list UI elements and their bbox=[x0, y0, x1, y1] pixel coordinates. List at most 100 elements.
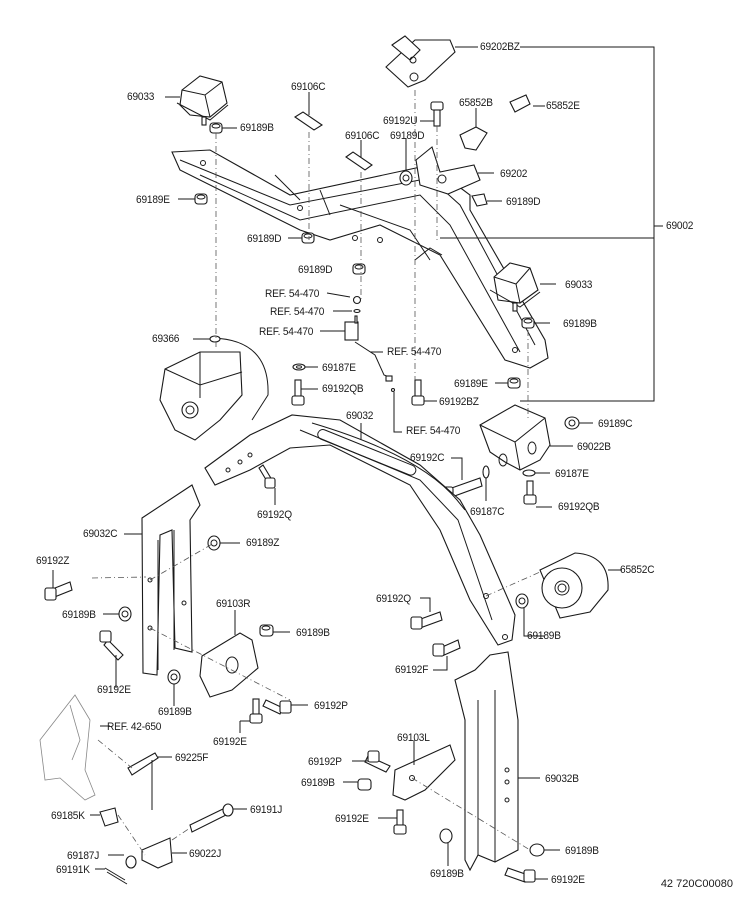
mount-69033-right[interactable] bbox=[489, 262, 556, 312]
label-69192z[interactable]: 69192Z bbox=[36, 555, 70, 567]
label-69033-top[interactable]: 69033 bbox=[127, 91, 155, 103]
label-ref-54-470-c[interactable]: REF. 54-470 bbox=[259, 326, 314, 338]
label-69192qb-a[interactable]: 69192QB bbox=[322, 383, 364, 395]
label-69187e-b[interactable]: 69187E bbox=[555, 468, 589, 480]
label-69022j[interactable]: 69022J bbox=[189, 848, 222, 860]
spring-69225f bbox=[127, 752, 172, 810]
label-69189d-a[interactable]: 69189D bbox=[390, 130, 425, 142]
nuts bbox=[103, 122, 593, 866]
label-69189b-g[interactable]: 69189B bbox=[565, 845, 599, 857]
mount-69022b[interactable] bbox=[479, 404, 573, 471]
nut-69189c bbox=[564, 416, 593, 430]
label-69189d-b[interactable]: 69189D bbox=[506, 196, 541, 208]
nut-69189e-b bbox=[495, 377, 521, 389]
label-69189b-b[interactable]: 69189B bbox=[296, 627, 330, 639]
label-69192f[interactable]: 69192F bbox=[395, 664, 429, 676]
drawing-code: 42 720C00080 bbox=[660, 878, 733, 890]
label-69032c[interactable]: 69032C bbox=[83, 528, 118, 540]
bolt-69192p-a bbox=[262, 699, 308, 715]
bracket-69103r[interactable] bbox=[199, 610, 259, 698]
bolt-69192e-b bbox=[239, 698, 263, 733]
nut-69189z bbox=[207, 535, 240, 551]
label-ref-54-470-a[interactable]: REF. 54-470 bbox=[265, 288, 320, 300]
label-69192bz[interactable]: 69192BZ bbox=[439, 396, 479, 408]
mount-69202bz[interactable] bbox=[385, 35, 478, 88]
label-69366[interactable]: 69366 bbox=[152, 333, 180, 345]
label-69192q-b[interactable]: 69192Q bbox=[376, 593, 411, 605]
label-69033-right[interactable]: 69033 bbox=[565, 279, 593, 291]
label-69187c[interactable]: 69187C bbox=[470, 506, 505, 518]
washer-69187c bbox=[482, 465, 490, 501]
label-65852c[interactable]: 65852C bbox=[620, 564, 655, 576]
bracket-69202 bbox=[415, 94, 545, 195]
label-69192e-a[interactable]: 69192E bbox=[97, 684, 131, 696]
label-69032[interactable]: 69032 bbox=[346, 410, 374, 422]
label-69022b[interactable]: 69022B bbox=[577, 441, 611, 453]
label-69189z[interactable]: 69189Z bbox=[246, 537, 280, 549]
label-69202[interactable]: 69202 bbox=[500, 168, 528, 180]
crossmember-69032[interactable] bbox=[204, 414, 516, 646]
label-ref-54-470-b[interactable]: REF. 54-470 bbox=[270, 306, 325, 318]
mount-65852c[interactable] bbox=[539, 552, 622, 619]
label-69202bz[interactable]: 69202BZ bbox=[480, 41, 520, 53]
label-69192p-b[interactable]: 69192P bbox=[308, 756, 342, 768]
label-69189b-c[interactable]: 69189B bbox=[527, 630, 561, 642]
label-ref-54-470-d[interactable]: REF. 54-470 bbox=[387, 346, 442, 358]
label-69192e-d[interactable]: 69192E bbox=[551, 874, 585, 886]
mount-69366[interactable] bbox=[159, 335, 269, 441]
label-69189b-e[interactable]: 69189B bbox=[301, 777, 335, 789]
label-69187e-a[interactable]: 69187E bbox=[322, 362, 356, 374]
label-69189b-f[interactable]: 69189B bbox=[430, 868, 464, 880]
label-69192u[interactable]: 69192U bbox=[383, 115, 418, 127]
nut-69189e-a bbox=[178, 193, 208, 205]
label-69191k[interactable]: 69191K bbox=[56, 864, 90, 876]
label-69192qb-b[interactable]: 69192QB bbox=[558, 501, 600, 513]
label-69185k[interactable]: 69185K bbox=[51, 810, 85, 822]
nut-69189b-e bbox=[343, 778, 372, 791]
label-69103r[interactable]: 69103R bbox=[216, 598, 251, 610]
label-69189b-a[interactable]: 69189B bbox=[62, 609, 96, 621]
pin-69191k bbox=[95, 867, 128, 885]
label-69189e-b[interactable]: 69189E bbox=[454, 378, 488, 390]
sensor-ref-54-470 bbox=[320, 292, 402, 433]
nut-69189b-right bbox=[521, 317, 550, 329]
label-69103l[interactable]: 69103L bbox=[397, 732, 430, 744]
bolt-69192bz bbox=[411, 379, 437, 406]
bracket-69103l[interactable] bbox=[392, 740, 456, 801]
label-69189d-c[interactable]: 69189D bbox=[247, 233, 282, 245]
mount-69033-left[interactable] bbox=[165, 75, 229, 126]
label-69002[interactable]: 69002 bbox=[666, 220, 694, 232]
nut-69189b-top bbox=[209, 122, 237, 134]
nut-69189b-a bbox=[103, 606, 132, 622]
label-69192e-b[interactable]: 69192E bbox=[213, 736, 247, 748]
label-69187j[interactable]: 69187J bbox=[67, 850, 100, 862]
label-ref-42-650[interactable]: REF. 42-650 bbox=[107, 721, 162, 733]
bolts bbox=[44, 101, 552, 883]
label-69189e-a[interactable]: 69189E bbox=[136, 194, 170, 206]
label-69189c[interactable]: 69189C bbox=[598, 418, 633, 430]
label-69192p-a[interactable]: 69192P bbox=[314, 700, 348, 712]
leg-69032c[interactable] bbox=[124, 484, 201, 676]
label-65852e[interactable]: 65852E bbox=[546, 100, 580, 112]
label-ref-54-470-e[interactable]: REF. 54-470 bbox=[406, 425, 461, 437]
upper-frame-69002[interactable] bbox=[171, 149, 549, 369]
label-69189b-top[interactable]: 69189B bbox=[240, 122, 274, 134]
label-69225f[interactable]: 69225F bbox=[175, 752, 209, 764]
label-65852b[interactable]: 65852B bbox=[459, 97, 493, 109]
label-69192c[interactable]: 69192C bbox=[410, 452, 445, 464]
label-69189b-right[interactable]: 69189B bbox=[563, 318, 597, 330]
label-69189d-d[interactable]: 69189D bbox=[298, 264, 333, 276]
label-69191j[interactable]: 69191J bbox=[250, 804, 283, 816]
clip-69185k bbox=[90, 807, 119, 827]
leg-69032b[interactable] bbox=[454, 651, 540, 872]
bolt-69192qb-b bbox=[523, 480, 552, 508]
assembly-centerlines bbox=[91, 90, 541, 856]
label-69032b[interactable]: 69032B bbox=[545, 773, 579, 785]
label-69192e-c[interactable]: 69192E bbox=[335, 813, 369, 825]
pin-69191j bbox=[189, 803, 247, 833]
washers bbox=[108, 363, 550, 869]
label-69106c-a[interactable]: 69106C bbox=[291, 81, 326, 93]
label-69192q-a[interactable]: 69192Q bbox=[257, 509, 292, 521]
label-69189b-d[interactable]: 69189B bbox=[158, 706, 192, 718]
label-69106c-b[interactable]: 69106C bbox=[345, 130, 380, 142]
